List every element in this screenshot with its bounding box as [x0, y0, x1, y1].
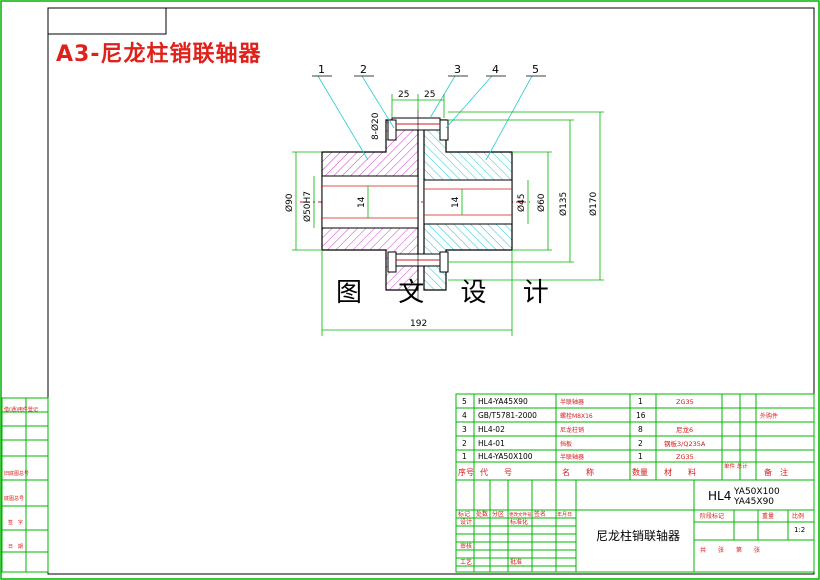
bom-material: 钢板3/Q235A: [664, 439, 706, 448]
bom-material: ZG35: [676, 398, 694, 406]
bom-code: HL4-01: [478, 439, 505, 448]
dim-key: 14: [357, 196, 367, 208]
tb-std-label: 标准化: [510, 518, 528, 526]
tb-model: HL4: [708, 489, 731, 503]
bom-code: HL4-YA50X100: [478, 452, 533, 461]
title-block: [455, 479, 815, 573]
bom-name: 螺栓M8X16: [560, 412, 593, 420]
dim-bolt: 8-Ø20: [370, 112, 381, 140]
dim-gap: 25: [398, 90, 409, 100]
tb-scale: 1:2: [794, 526, 805, 534]
bom-header-material: 材 料: [664, 467, 696, 477]
bom-code: HL4-YA45X90: [478, 397, 528, 406]
tb-left-label: 更改文件号: [509, 511, 532, 518]
dim-d90: Ø90: [284, 193, 295, 212]
bom-name: 尼龙柱销: [560, 426, 584, 434]
watermark-text: 图 文 设 计: [336, 278, 563, 308]
dim-d60: Ø60: [536, 193, 547, 212]
drawing-frame: [47, 7, 815, 575]
bom-no: 5: [462, 397, 467, 406]
tb-stage-label: 比例: [792, 512, 804, 520]
bom-code: HL4-02: [478, 425, 505, 434]
tb-std-label: 批准: [510, 558, 522, 566]
sidebar-label: 借(通)用件登记: [4, 406, 38, 413]
bom-remark: 外购件: [760, 412, 778, 420]
tb-spec: YA50X100: [733, 487, 780, 497]
bom-material: 尼龙6: [676, 425, 693, 434]
bom-material: ZG35: [676, 453, 694, 461]
nylon-pin: [387, 117, 449, 141]
bom-header-code: 代 号: [480, 467, 512, 477]
tb-left-label: 处数: [476, 510, 488, 518]
tb-sheet: 共 张 第 张: [700, 546, 760, 554]
bom-qty: 1: [638, 397, 643, 406]
dim-d135: Ø135: [558, 192, 569, 216]
balloon-label: 4: [492, 63, 499, 76]
balloon-label: 3: [454, 63, 461, 76]
balloon-label: 2: [360, 63, 367, 76]
bom-header-no: 序号: [458, 467, 474, 477]
dim-total: 192: [410, 319, 427, 329]
tb-spec: YA45X90: [733, 497, 774, 507]
bom-table: [455, 393, 815, 481]
bom-code: GB/T5781-2000: [478, 411, 537, 420]
bom-no: 3: [462, 425, 467, 434]
bom-name: 半联轴器: [560, 398, 584, 406]
drawing-title: A3-尼龙柱销联轴器: [56, 42, 262, 67]
bom-no: 1: [462, 452, 467, 461]
side-column: [1, 397, 49, 573]
bom-rows: 5 HL4-YA45X90 半联轴器 1 ZG35 外购件 4 GB/T5781…: [458, 397, 788, 477]
bom-qty: 16: [636, 411, 646, 420]
sidebar-label: 底图总号: [4, 495, 24, 502]
dim-d50: Ø50H7: [302, 191, 313, 222]
dim-key: 14: [451, 196, 461, 208]
bom-header-weight: 单件 总计: [724, 462, 748, 470]
sidebar-label: 日 期: [8, 544, 23, 550]
nylon-pin: [387, 251, 449, 273]
bom-no: 4: [462, 411, 467, 420]
tb-left-label: 签名: [534, 510, 546, 518]
bom-name: 半联轴器: [560, 453, 584, 461]
sidebar-label: 旧底图总号: [4, 470, 29, 477]
tb-design-label: 设计: [460, 518, 472, 526]
dim-d170: Ø170: [588, 191, 599, 216]
corner-box: [47, 7, 167, 35]
balloon-label: 5: [532, 63, 539, 76]
tb-design-label: 工艺: [460, 558, 472, 566]
dim-gap: 25: [424, 90, 435, 100]
bom-header-name: 名 称: [562, 467, 594, 477]
dim-d45: Ø45: [516, 193, 527, 212]
bom-qty: 1: [638, 452, 643, 461]
bom-no: 2: [462, 439, 467, 448]
bom-header-qty: 数量: [632, 467, 648, 477]
tb-stage-label: 重量: [762, 512, 774, 520]
left-bore: [321, 175, 419, 229]
sidebar-label: 签 字: [8, 519, 23, 526]
balloon-label: 1: [318, 63, 325, 76]
bom-name: 挡板: [560, 440, 572, 448]
tb-part-name: 尼龙柱销联轴器: [596, 528, 680, 543]
tb-left-label: 分区: [492, 510, 504, 518]
tb-left-label: 年月日: [557, 511, 572, 518]
bom-qty: 2: [638, 439, 643, 448]
right-bore: [423, 179, 513, 225]
tb-stage-label: 阶段标记: [700, 512, 724, 520]
bom-qty: 8: [638, 425, 643, 434]
tb-left-label: 标记: [458, 510, 470, 518]
bom-header-remark: 备 注: [764, 467, 788, 477]
tb-design-label: 审核: [460, 542, 472, 550]
